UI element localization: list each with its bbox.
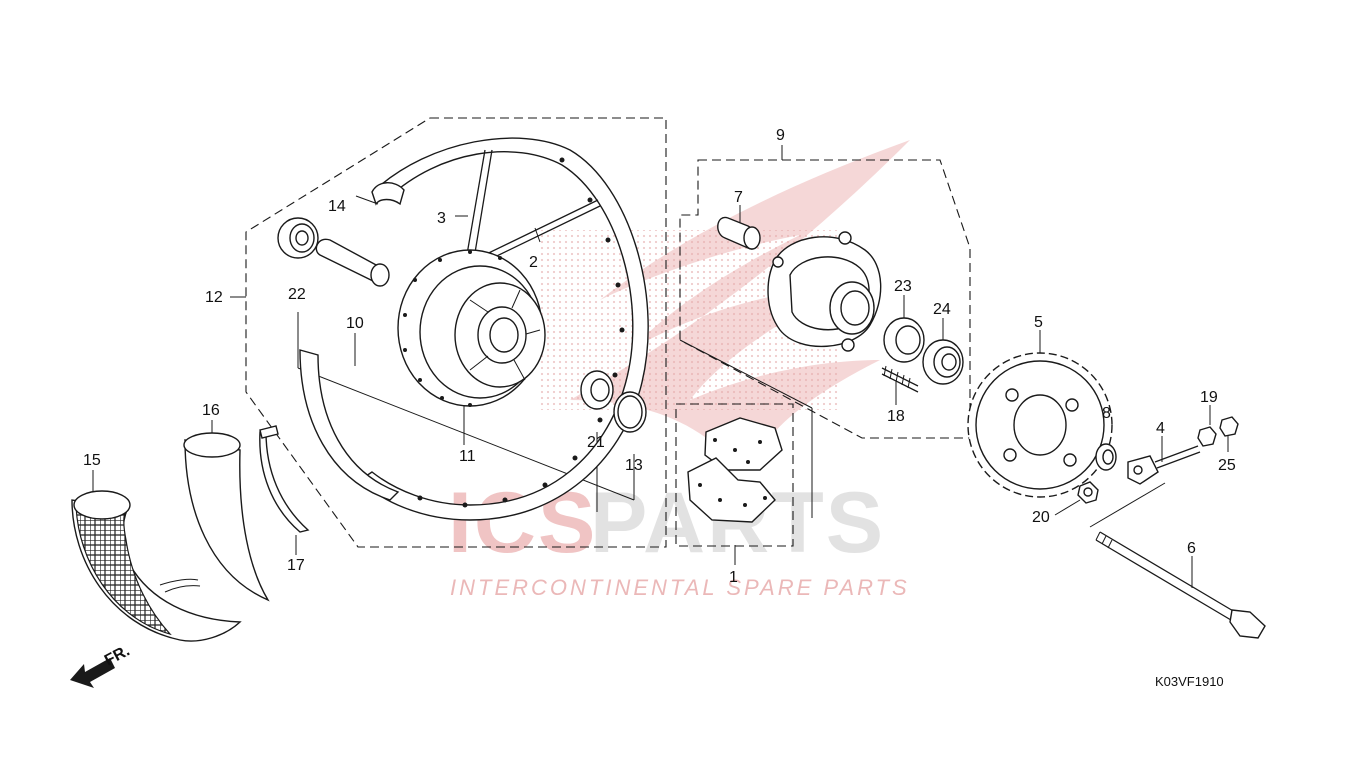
- callout-labels: 1 2 3 4 5 6 7 8 9 10 11 12 13 14 15 16 1…: [83, 127, 1236, 586]
- callout-8: 8: [1102, 405, 1111, 422]
- bearing-22: [277, 217, 319, 259]
- chain-adjuster: [1127, 445, 1201, 485]
- oil-seal: [922, 339, 964, 385]
- nut-20: [1077, 481, 1099, 504]
- watermark: ICS PARTS INTERCONTINENTAL SPARE PARTS: [448, 140, 910, 600]
- callout-10: 10: [346, 315, 364, 332]
- hub-assembly-frame: [679, 159, 971, 439]
- callout-22: 22: [288, 286, 306, 303]
- wheel-hub: [397, 249, 546, 407]
- callout-21: 21: [587, 434, 605, 451]
- callout-20: 20: [1032, 509, 1050, 526]
- callout-14: 14: [328, 198, 346, 215]
- distance-collar: [315, 238, 390, 287]
- tire: [71, 490, 242, 642]
- callout-7: 7: [734, 189, 743, 206]
- sprocket: [967, 352, 1113, 498]
- damper-rubbers: [687, 417, 783, 523]
- nut-19: [1197, 426, 1217, 447]
- callout-17: 17: [287, 557, 305, 574]
- callout-3: 3: [437, 210, 446, 227]
- callout-25: 25: [1218, 457, 1236, 474]
- bearing-21: [580, 370, 614, 410]
- rim: [299, 137, 649, 521]
- collar-7: [717, 216, 761, 250]
- callout-9: 9: [776, 127, 785, 144]
- watermark-brand-part1: ICS: [448, 475, 597, 571]
- callout-13: 13: [625, 457, 643, 474]
- callout-6: 6: [1187, 540, 1196, 557]
- rear-axle: [1095, 531, 1266, 639]
- callout-15: 15: [83, 452, 101, 469]
- rim-band: [259, 425, 310, 533]
- callout-16: 16: [202, 402, 220, 419]
- tube: [159, 432, 270, 602]
- watermark-tagline: INTERCONTINENTAL SPARE PARTS: [450, 575, 910, 600]
- callout-18: 18: [887, 408, 905, 425]
- callout-1: 1: [729, 569, 738, 586]
- callout-24: 24: [933, 301, 951, 318]
- callout-19: 19: [1200, 389, 1218, 406]
- callout-5: 5: [1034, 314, 1043, 331]
- callout-23: 23: [894, 278, 912, 295]
- group-frames: [245, 117, 971, 548]
- collar-8: [1095, 443, 1117, 471]
- o-ring: [613, 391, 647, 433]
- damper-frame: [675, 403, 794, 547]
- stud-bolt: [881, 365, 919, 393]
- nut-25: [1219, 416, 1239, 437]
- callout-11: 11: [459, 448, 476, 465]
- drawing-code: K03VF1910: [1155, 674, 1224, 689]
- driven-flange: [767, 231, 882, 352]
- wheel-assembly-frame: [245, 117, 667, 548]
- callout-2: 2: [529, 254, 538, 271]
- callout-4: 4: [1156, 420, 1165, 437]
- callout-12: 12: [205, 289, 223, 306]
- front-direction-arrow: FR.: [70, 642, 133, 688]
- bearing-23: [883, 317, 925, 363]
